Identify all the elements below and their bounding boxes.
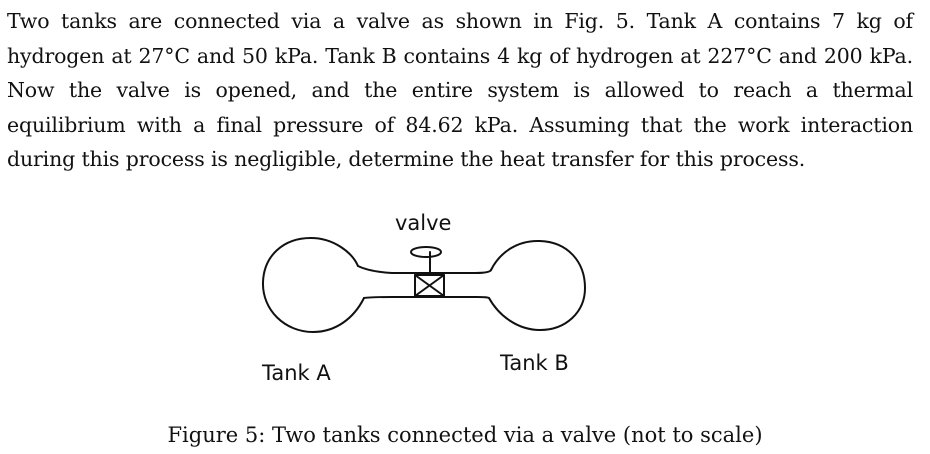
- tanks-diagram: valve Tank A Tank B: [261, 211, 586, 385]
- tank-b-label: Tank B: [499, 351, 569, 375]
- tanks-figure: valve Tank A Tank B: [0, 200, 930, 405]
- tank-a-label: Tank A: [261, 361, 331, 385]
- tank-b-shape: [488, 239, 586, 331]
- caption-text: Two tanks connected via a valve (not to …: [272, 423, 763, 447]
- pipe-top: [357, 265, 492, 274]
- tank-a-shape: [261, 237, 365, 333]
- problem-statement: Two tanks are connected via a valve as s…: [7, 9, 913, 171]
- valve-x: [414, 274, 445, 297]
- valve-handle: [410, 246, 442, 258]
- figure-caption: Figure 5: Two tanks connected via a valv…: [0, 420, 930, 450]
- caption-number: Figure 5:: [167, 423, 266, 447]
- valve-label: valve: [395, 211, 451, 235]
- pipe-bottom: [363, 296, 490, 299]
